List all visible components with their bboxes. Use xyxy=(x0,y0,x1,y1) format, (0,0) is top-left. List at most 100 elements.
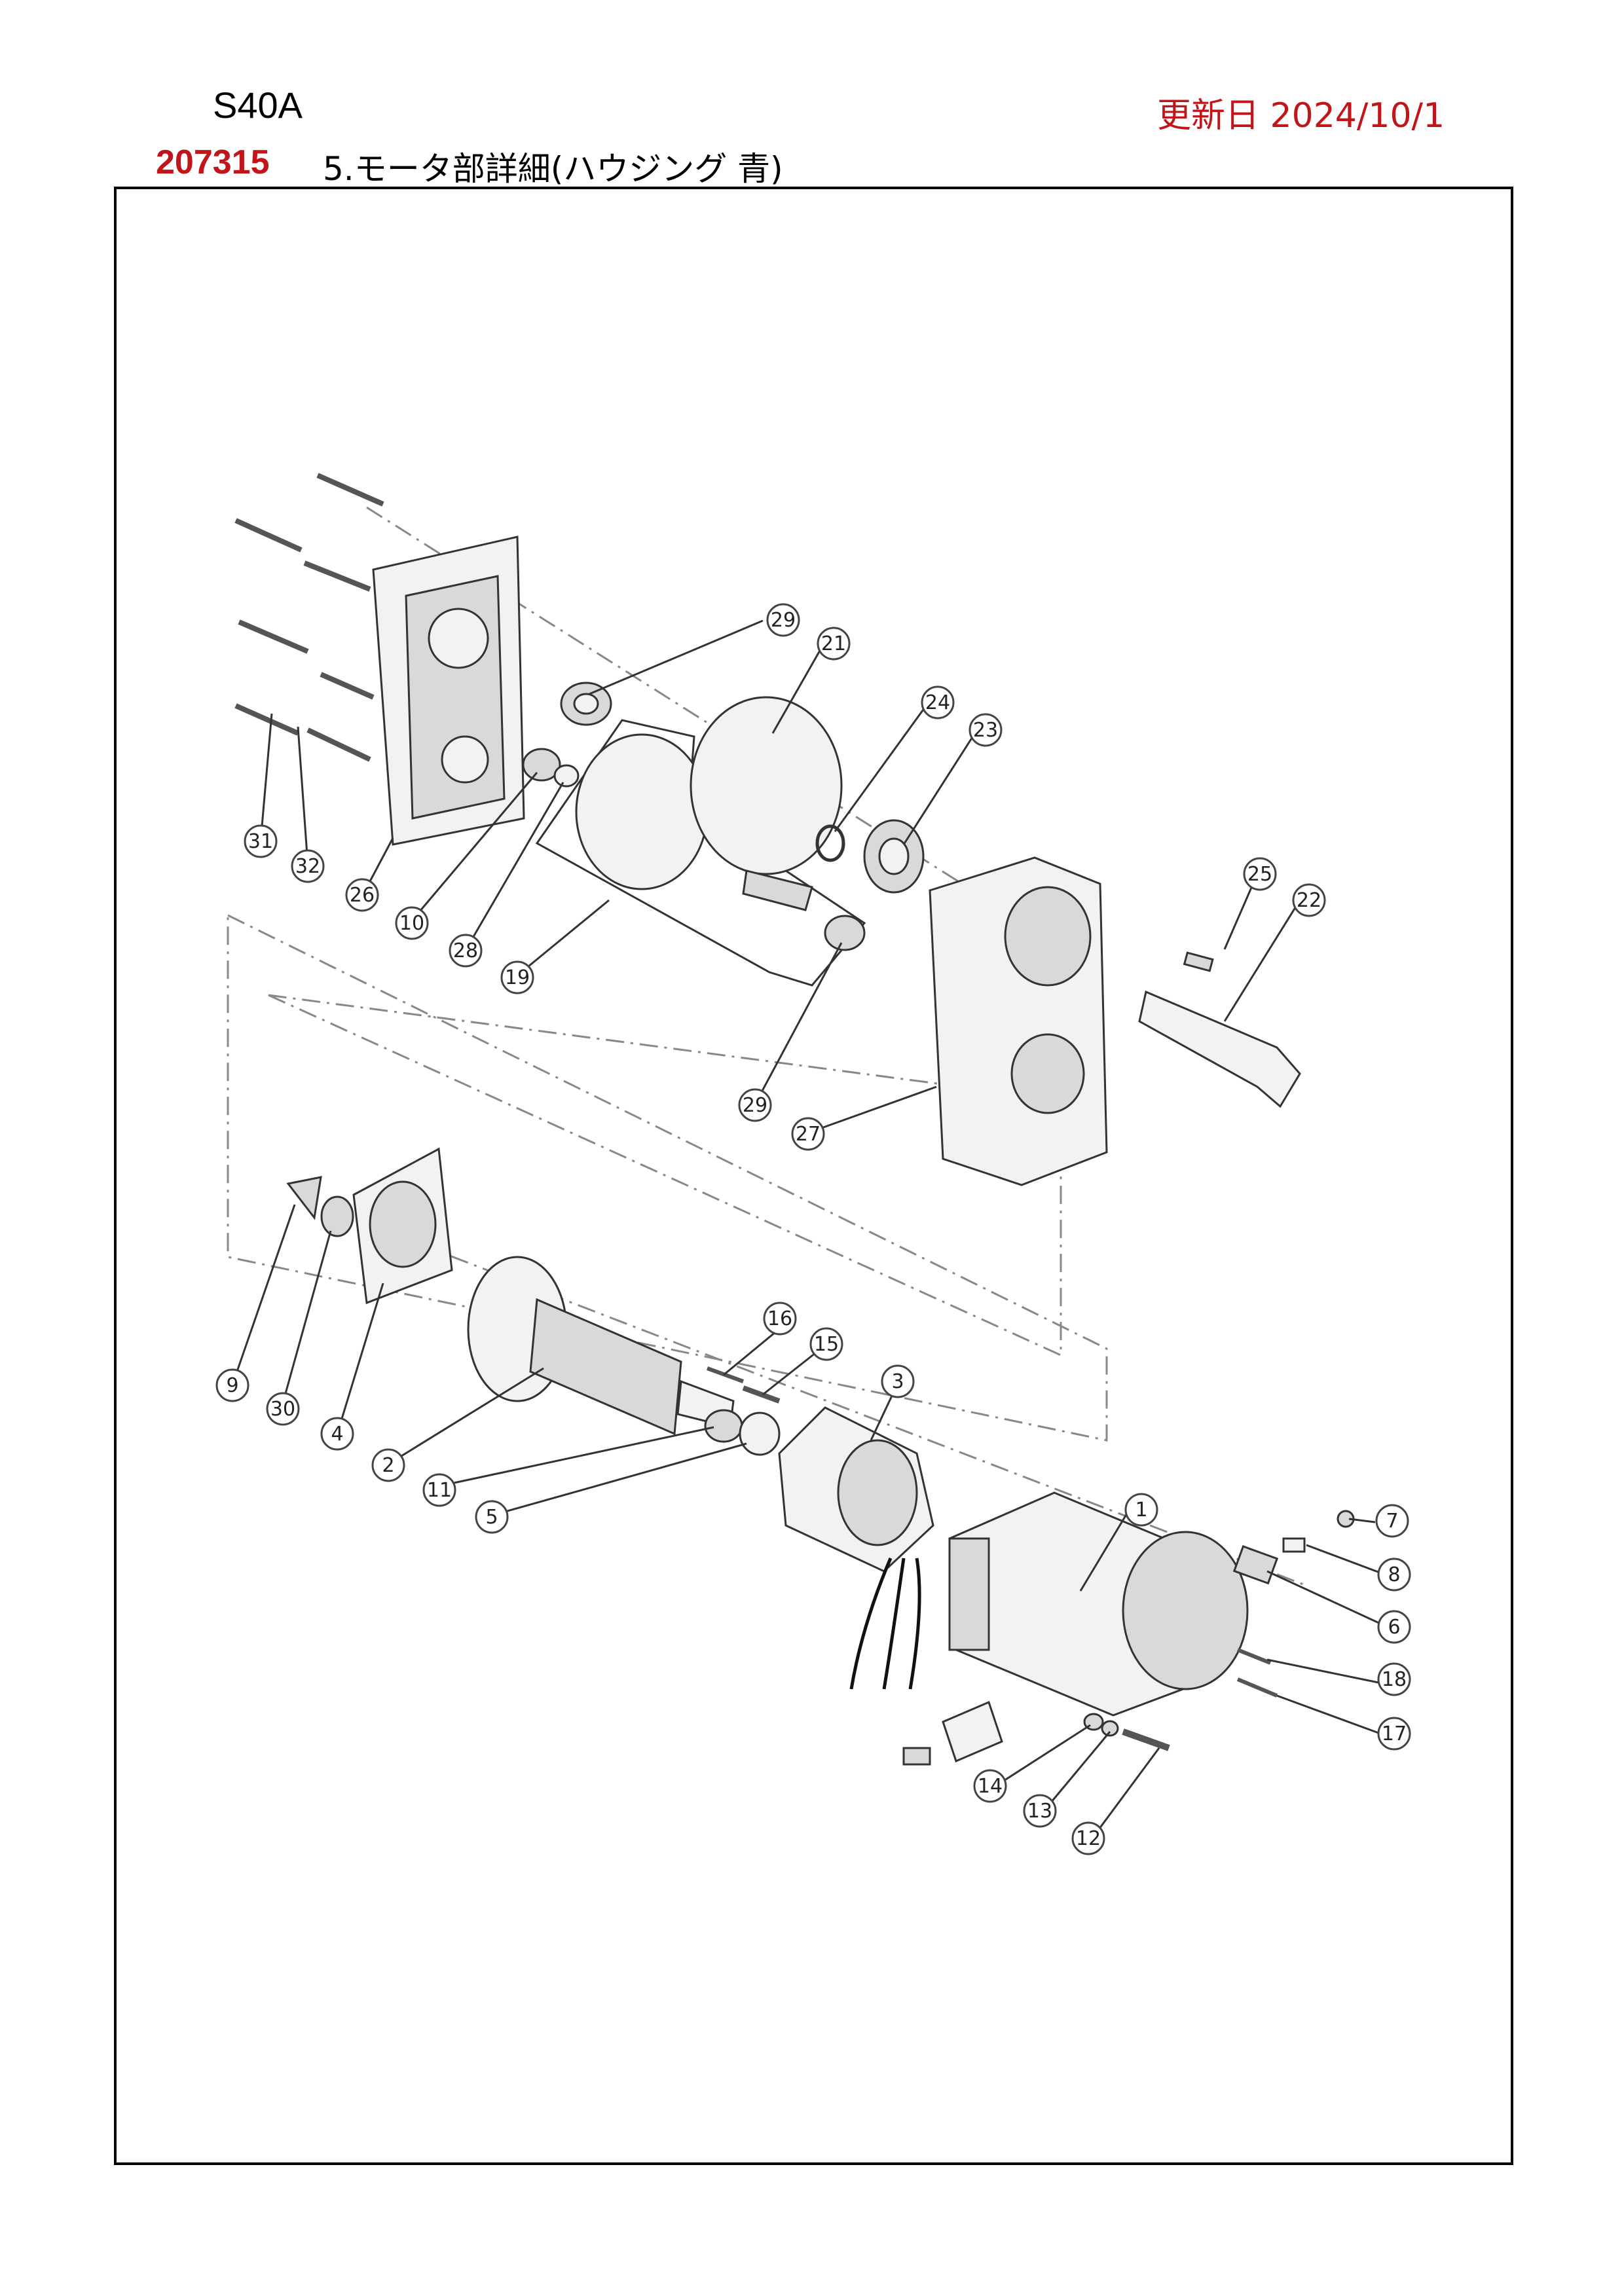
bearing-10 xyxy=(522,748,561,782)
washer-28 xyxy=(553,764,580,788)
callout-26: 26 xyxy=(345,878,379,912)
svg-text:5: 5 xyxy=(485,1506,498,1529)
bolt-12 xyxy=(1122,1728,1170,1751)
svg-text:14: 14 xyxy=(978,1775,1003,1798)
callout-13: 13 xyxy=(1023,1794,1057,1828)
callout-30: 29 xyxy=(766,603,800,637)
svg-text:16: 16 xyxy=(767,1307,792,1330)
assembly-guide-inner xyxy=(268,994,1062,1357)
svg-text:30: 30 xyxy=(270,1398,295,1421)
callout-29-upper: 29 xyxy=(738,1088,772,1122)
updated-date: 更新日 2024/10/1 xyxy=(1157,96,1445,136)
circlip-25 xyxy=(815,824,845,862)
axis-line-lower xyxy=(418,1243,1304,1586)
cap-9 xyxy=(286,1176,322,1220)
svg-text:9: 9 xyxy=(226,1374,238,1397)
section-title: 5.モータ部詳細(ハウジング 青) xyxy=(323,150,783,188)
svg-text:21: 21 xyxy=(821,632,846,655)
svg-text:32: 32 xyxy=(295,855,320,878)
diagram-frame xyxy=(114,187,1513,2165)
brush-holder-6 xyxy=(1232,1545,1279,1585)
callout-7: 7 xyxy=(1375,1504,1409,1538)
motor-1 xyxy=(948,1491,1249,1717)
svg-text:17: 17 xyxy=(1382,1722,1407,1745)
callout-1: 1 xyxy=(1124,1493,1158,1527)
assembly-guide-outer xyxy=(227,913,1108,1442)
svg-text:19: 19 xyxy=(505,966,530,989)
callout-31: 31 xyxy=(244,824,278,858)
callout-6: 6 xyxy=(1377,1610,1411,1644)
svg-text:6: 6 xyxy=(1388,1616,1400,1639)
callout-27: 27 xyxy=(791,1117,825,1151)
brush-holder-lower xyxy=(942,1700,1003,1763)
callout-5: 5 xyxy=(475,1500,509,1534)
svg-text:2: 2 xyxy=(382,1454,394,1477)
svg-text:10: 10 xyxy=(399,912,424,935)
svg-text:27: 27 xyxy=(796,1123,821,1146)
svg-text:18: 18 xyxy=(1382,1668,1407,1691)
callout-16: 16 xyxy=(763,1302,797,1336)
washer-13 xyxy=(1101,1720,1119,1737)
callout-29-lower: 30 xyxy=(266,1392,300,1426)
callout-15: 15 xyxy=(809,1327,843,1361)
bearing-29-lower xyxy=(320,1195,354,1237)
ring-5 xyxy=(739,1412,781,1456)
callout-14: 14 xyxy=(973,1769,1007,1803)
callout-2: 2 xyxy=(371,1448,405,1482)
callout-24: 25 xyxy=(1243,857,1277,891)
callout-12: 12 xyxy=(1071,1821,1105,1855)
output-shaft-22 xyxy=(1138,990,1301,1108)
callout-23: 23 xyxy=(969,713,1003,747)
callouts: 29 21 24 23 25 22 31 32 26 10 28 19 29 2… xyxy=(215,603,1411,1855)
svg-text:13: 13 xyxy=(1027,1800,1052,1823)
armature-2 xyxy=(467,1256,735,1436)
callout-9: 9 xyxy=(215,1368,249,1402)
callout-21: 21 xyxy=(817,627,851,661)
callout-11: 11 xyxy=(422,1473,456,1507)
svg-text:7: 7 xyxy=(1386,1510,1398,1533)
pinion-shaft xyxy=(742,869,813,911)
gear-21 xyxy=(690,696,843,875)
callout-4: 4 xyxy=(320,1417,354,1451)
callout-32: 32 xyxy=(291,849,325,883)
svg-text:28: 28 xyxy=(453,939,478,962)
svg-text:31: 31 xyxy=(248,830,273,853)
spring-15 xyxy=(742,1385,781,1404)
svg-text:3: 3 xyxy=(891,1370,904,1393)
screw-18 xyxy=(1236,1648,1272,1665)
front-housing-cover xyxy=(372,536,525,846)
svg-text:4: 4 xyxy=(331,1423,343,1446)
svg-text:22: 22 xyxy=(1297,889,1321,912)
svg-text:25: 25 xyxy=(1247,863,1272,886)
stator-3 xyxy=(778,1406,934,1690)
callout-22: 22 xyxy=(1292,883,1326,917)
svg-text:23: 23 xyxy=(973,719,998,742)
svg-text:29: 29 xyxy=(771,609,796,632)
part-code: 207315 xyxy=(156,143,270,181)
bearing-29-upper xyxy=(824,915,866,951)
bearing-11 xyxy=(704,1409,743,1443)
svg-text:12: 12 xyxy=(1076,1827,1101,1850)
callout-18: 18 xyxy=(1377,1662,1411,1696)
leader-lines xyxy=(231,619,1386,1837)
svg-text:1: 1 xyxy=(1135,1499,1147,1522)
screw-17 xyxy=(1236,1677,1278,1698)
svg-text:29: 29 xyxy=(743,1094,767,1117)
gear-19 xyxy=(575,733,709,890)
pin-16 xyxy=(706,1366,745,1383)
callout-17: 17 xyxy=(1377,1717,1411,1751)
rear-housing xyxy=(929,856,1108,1186)
svg-text:15: 15 xyxy=(814,1333,839,1356)
svg-text:26: 26 xyxy=(350,884,375,907)
key-24 xyxy=(1183,951,1214,972)
model-name: S40A xyxy=(213,84,303,126)
callout-8: 8 xyxy=(1377,1558,1411,1592)
svg-text:11: 11 xyxy=(427,1479,452,1502)
callout-19: 19 xyxy=(500,960,534,994)
svg-text:24: 24 xyxy=(925,691,950,714)
callout-28: 28 xyxy=(449,934,483,968)
callout-10: 10 xyxy=(395,906,429,940)
svg-text:8: 8 xyxy=(1388,1563,1400,1586)
bolt-set-31 xyxy=(234,473,384,762)
